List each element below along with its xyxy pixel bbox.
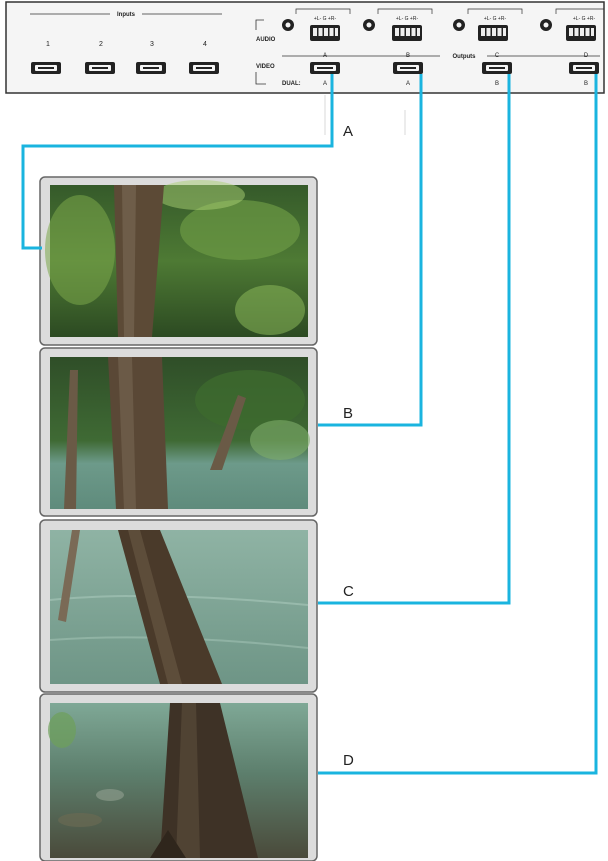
hdmi-output-port-d[interactable]: [569, 62, 599, 74]
panel-body: [5, 1, 605, 94]
cable-label-a: A: [343, 123, 353, 140]
display-a: [39, 176, 318, 346]
display-b: [39, 347, 318, 517]
dual-letter-b: A: [406, 81, 410, 87]
display-d-screen: [48, 703, 308, 858]
cable-a: [21, 74, 334, 250]
output-letter-d: D: [584, 53, 589, 59]
device-rear-panel: Inputs 1 2 3 4 AUDIO VIDEO DUAL: Outputs…: [5, 1, 605, 94]
output-letter-c: C: [495, 53, 500, 59]
dual-letter-d: B: [584, 81, 588, 87]
output-group-c: +L- G +R- C B: [453, 8, 523, 87]
inputs-title: Inputs: [117, 12, 136, 18]
audio-terminal-d[interactable]: [566, 25, 596, 41]
terminal-pins-a: +L- G +R-: [314, 16, 337, 22]
terminal-pins-c: +L- G +R-: [484, 16, 507, 22]
hdmi-input-port-2[interactable]: [85, 62, 115, 74]
terminal-pins-d: +L- G +R-: [573, 16, 596, 22]
video-label: VIDEO: [256, 64, 275, 70]
display-c-screen: [49, 530, 309, 684]
output-group-a: +L- G +R- A A: [282, 8, 351, 87]
audio-label: AUDIO: [256, 37, 276, 43]
display-a-screen: [45, 180, 308, 337]
hdmi-output-port-c[interactable]: [482, 62, 512, 74]
outputs-title: Outputs: [453, 54, 477, 60]
dual-letter-c: B: [495, 81, 499, 87]
output-letter-b: B: [406, 53, 410, 59]
terminal-pins-b: +L- G +R-: [396, 16, 419, 22]
display-d: [39, 693, 318, 861]
cable-label-d: D: [343, 752, 354, 769]
hdmi-output-port-a[interactable]: [310, 62, 340, 74]
input-number-2: 2: [99, 41, 103, 48]
output-letter-a: A: [323, 53, 327, 59]
cable-label-c: C: [343, 583, 354, 600]
hdmi-output-port-b[interactable]: [393, 62, 423, 74]
output-group-b: +L- G +R- B A: [363, 8, 433, 87]
input-number-3: 3: [150, 41, 154, 48]
cable-d: [318, 74, 598, 775]
audio-terminal-a[interactable]: [310, 25, 340, 41]
audio-terminal-b[interactable]: [392, 25, 422, 41]
cable-c: [318, 74, 511, 605]
display-b-screen: [50, 357, 310, 509]
audio-terminal-c[interactable]: [478, 25, 508, 41]
cable-b: [318, 74, 423, 427]
dual-label: DUAL:: [282, 81, 301, 87]
input-number-4: 4: [203, 41, 207, 48]
cable-label-b: B: [343, 405, 353, 422]
dual-letter-a: A: [323, 81, 327, 87]
output-group-d: +L- G +R- D B: [540, 8, 604, 87]
hdmi-input-port-1[interactable]: [31, 62, 61, 74]
hdmi-input-port-3[interactable]: [136, 62, 166, 74]
cables: [21, 74, 598, 775]
hdmi-input-port-4[interactable]: [189, 62, 219, 74]
input-number-1: 1: [46, 41, 50, 48]
display-c: [39, 519, 318, 693]
